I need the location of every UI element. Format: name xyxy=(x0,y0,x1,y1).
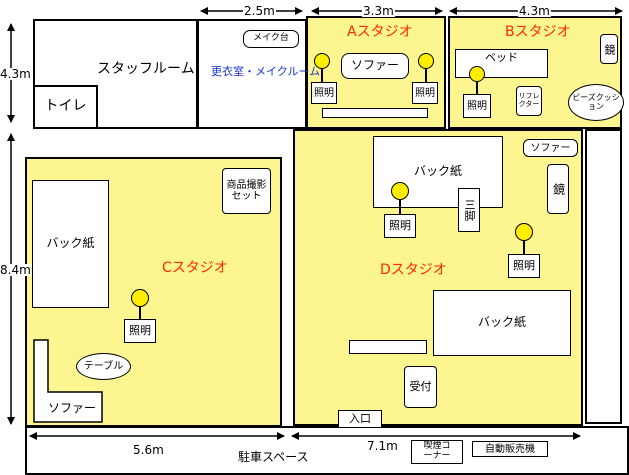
vending-machine: 自動販売機 xyxy=(472,441,548,457)
studio-a-light-bulb-left xyxy=(314,53,330,69)
studio-d-backdrop-bottom: バック紙 xyxy=(433,290,571,356)
reception: 受付 xyxy=(404,366,437,408)
studio-a-bench xyxy=(322,108,428,118)
table: テーブル xyxy=(76,353,131,380)
studio-c-sofa: ソファー xyxy=(48,401,97,415)
studio-a-label: Aスタジオ xyxy=(347,24,413,40)
product-shoot-set: 商品撮影セット xyxy=(222,168,271,214)
reflector: リフレクター xyxy=(516,86,542,116)
dim-dressing-width: 2.5m xyxy=(243,4,276,18)
studio-b-mirror: 鏡 xyxy=(600,34,618,64)
dressing-room-label: 更衣室・メイクルーム xyxy=(211,65,321,78)
studio-d-mirror: 鏡 xyxy=(547,164,569,214)
studio-a-light-left: 照明 xyxy=(311,82,337,104)
entrance: 入口 xyxy=(338,410,382,428)
studio-a-sofa: ソファー xyxy=(341,53,409,79)
dim-studio-b-width: 4.3m xyxy=(518,4,551,18)
dim-bottom-right: 7.1m xyxy=(366,439,399,453)
dim-main-height: 8.4m xyxy=(0,263,31,277)
studio-a-light-right: 照明 xyxy=(412,82,438,104)
studio-b-light: 照明 xyxy=(463,94,491,118)
staff-room-label: スタッフルーム xyxy=(97,61,195,77)
studio-b-light-bulb xyxy=(469,66,485,82)
toilet: トイレ xyxy=(33,85,98,129)
parking-label: 駐車スペース xyxy=(238,450,309,464)
dim-studio-a-width: 3.3m xyxy=(362,4,395,18)
studio-c-backdrop: バック紙 xyxy=(32,180,109,308)
studio-c-light-bulb xyxy=(131,289,149,307)
studio-d-light-bulb-left xyxy=(391,182,409,200)
studio-d-sofa: ソファー xyxy=(523,139,578,157)
studio-d-light-right: 照明 xyxy=(508,254,540,278)
studio-c-light: 照明 xyxy=(124,319,156,343)
beads-cushion: ビーズクッション xyxy=(568,84,624,121)
studio-b-label: Bスタジオ xyxy=(505,24,571,40)
dim-bottom-left: 5.6m xyxy=(133,443,164,457)
dim-top-height: 4.3m xyxy=(0,67,31,81)
studio-d-light-bulb-right xyxy=(515,223,533,241)
studio-c-label: Cスタジオ xyxy=(162,260,228,276)
makeup-table: メイク台 xyxy=(243,30,299,48)
tripod: 三脚 xyxy=(458,188,480,232)
side-corridor xyxy=(585,129,622,424)
studio-d-counter xyxy=(349,340,427,354)
smoking-corner: 喫煙コーナー xyxy=(411,440,463,464)
studio-d-label: Dスタジオ xyxy=(380,262,447,278)
studio-d-light-left: 照明 xyxy=(384,214,416,238)
studio-a-light-bulb-right xyxy=(418,53,434,69)
